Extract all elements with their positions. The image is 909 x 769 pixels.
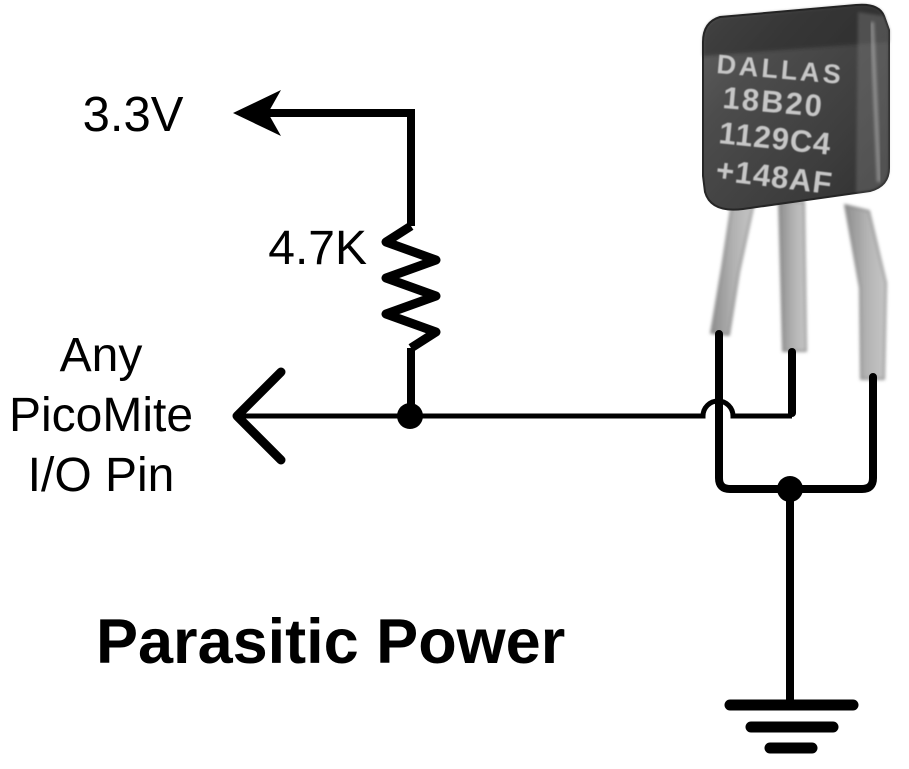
io-pin-label-line-1: Any <box>60 329 143 382</box>
chip-leg-middle <box>778 199 807 352</box>
ds18b20-component: DALLAS 18B20 1129C4 +148AF <box>702 3 890 380</box>
chip-body-edge-highlight <box>870 21 881 183</box>
chip-body-right-face <box>856 12 889 193</box>
supply-wire <box>268 109 415 226</box>
chip-leg-right <box>844 203 887 380</box>
wires <box>232 109 877 703</box>
io-pin-label: Any PicoMite I/O Pin <box>9 329 193 502</box>
diagram-title: Parasitic Power <box>96 607 565 677</box>
chip-body-top-shade <box>703 4 889 56</box>
chip-legs <box>710 195 887 380</box>
resistor-symbol <box>381 222 441 352</box>
junction-dot-data <box>397 403 423 429</box>
supply-arrowhead-icon <box>233 90 281 136</box>
junction-dot-ground <box>777 476 803 502</box>
io-pin-label-line-2: PicoMite <box>9 389 193 442</box>
io-pin-label-line-3: I/O Pin <box>28 449 175 502</box>
chip-marking: DALLAS 18B20 1129C4 +148AF <box>714 49 845 201</box>
io-arrow-chevron <box>232 367 286 465</box>
resistor-value-label: 4.7K <box>268 222 367 275</box>
supply-voltage-label: 3.3V <box>83 88 184 142</box>
ground-symbol-icon <box>724 699 859 754</box>
